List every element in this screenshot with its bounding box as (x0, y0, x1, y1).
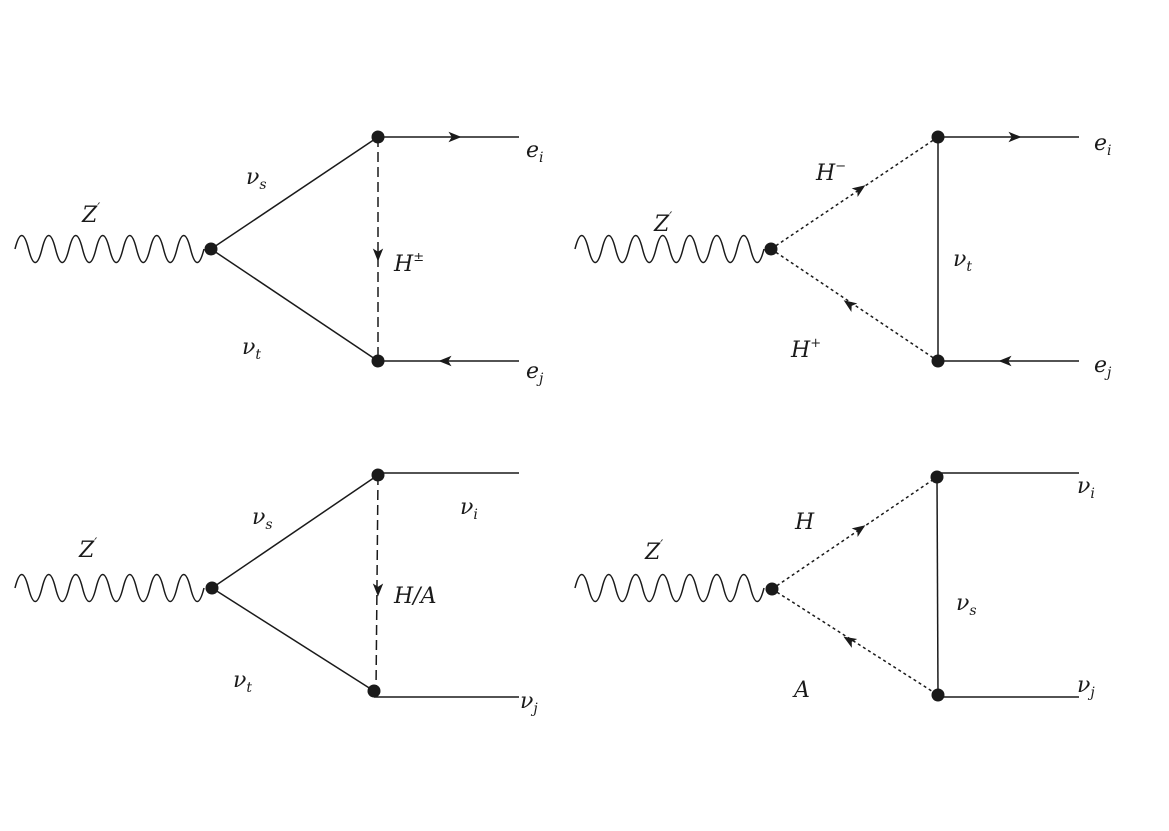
vertex-left (764, 242, 778, 256)
vertex-left (204, 242, 218, 256)
label-lower-internal: νt (233, 668, 252, 696)
label-out-bottom: ej (1094, 353, 1112, 381)
label-out-bottom: ej (526, 359, 544, 387)
label-upper-internal: H (794, 510, 815, 535)
upper-scalar-line (770, 136, 939, 250)
diagram-2: Z′ H− H+ νt ei ej (574, 130, 1112, 381)
label-boson: Z′ (81, 201, 100, 228)
lower-scalar-arrow (843, 300, 858, 312)
vertex-left (205, 581, 219, 595)
vertex-top (931, 130, 945, 144)
vertex-top (371, 468, 385, 482)
upper-fermion-line (211, 474, 379, 589)
vertex-top (930, 470, 944, 484)
fermion-exchange-line (936, 476, 939, 696)
label-exchange: H/A (393, 584, 437, 609)
vertex-left (765, 582, 779, 596)
label-boson: Z′ (644, 538, 663, 565)
label-out-bottom: νj (520, 689, 538, 717)
upper-fermion-line (210, 136, 379, 250)
label-out-top: νi (1077, 474, 1095, 502)
vertex-bottom (931, 688, 945, 702)
vertex-top (371, 130, 385, 144)
diagram-1: Z′ νs νt H± ei ej (14, 130, 544, 387)
diagram-3: Z′ νs νt H/A νi νj (14, 468, 538, 717)
vertex-bottom (371, 354, 385, 368)
label-exchange: νt (953, 247, 972, 275)
label-out-top: ei (526, 138, 544, 166)
vertex-bottom (931, 354, 945, 368)
label-out-bottom: νj (1077, 673, 1095, 701)
lower-scalar-arrow (843, 636, 858, 648)
label-out-top: νi (460, 495, 478, 523)
label-upper-internal: νs (252, 505, 273, 533)
label-exchange: H± (393, 250, 424, 277)
z-prime-boson-line (574, 573, 765, 603)
z-prime-boson-line (574, 234, 765, 264)
label-lower-internal: νt (242, 335, 261, 363)
lower-fermion-line (211, 587, 375, 692)
label-boson: Z′ (653, 210, 672, 237)
label-upper-internal: νs (246, 165, 267, 193)
label-lower-internal: A (792, 678, 810, 703)
z-prime-boson-line (14, 573, 205, 603)
diagram-4: Z′ H A νs νi νj (574, 470, 1095, 703)
label-exchange: νs (956, 591, 977, 619)
label-boson: Z′ (78, 536, 97, 563)
lower-fermion-line (210, 248, 379, 362)
label-out-top: ei (1094, 131, 1112, 159)
vertex-bottom (367, 684, 381, 698)
neutral-higgs-exchange-line (375, 474, 379, 692)
z-prime-boson-line (14, 234, 205, 264)
label-upper-internal: H− (815, 159, 846, 186)
label-lower-internal: H+ (790, 336, 821, 363)
